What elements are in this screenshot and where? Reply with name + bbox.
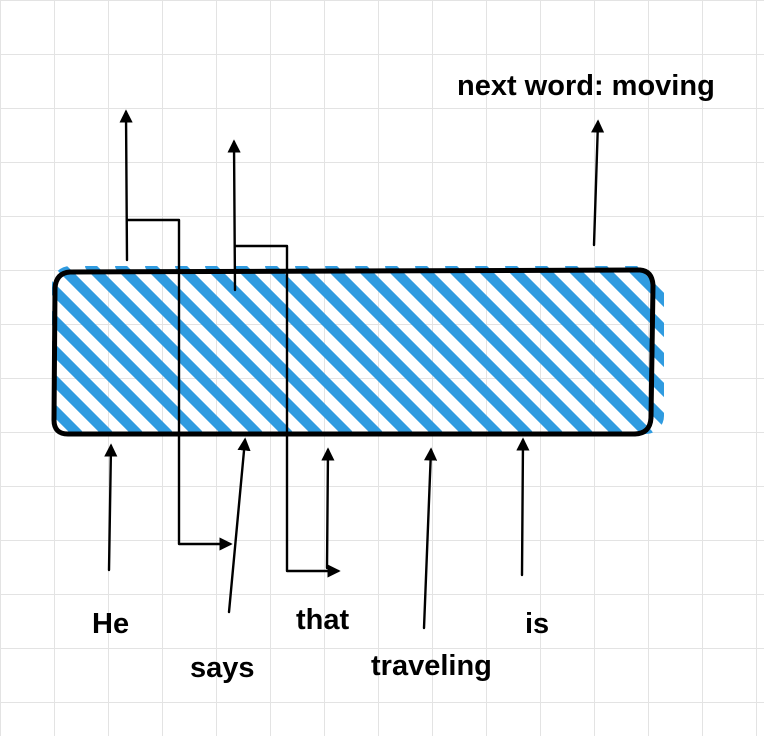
word-says: says	[190, 652, 255, 684]
input-arrow-says	[227, 437, 251, 614]
input-arrow-is	[516, 437, 530, 577]
feedback-path-2	[233, 244, 341, 578]
hatched-model-fill	[52, 266, 664, 434]
input-arrow-that	[321, 447, 335, 570]
feedback-path-1	[125, 218, 233, 551]
feedback-arrow-1	[119, 109, 133, 262]
word-that: that	[296, 604, 350, 636]
word-traveling: traveling	[371, 650, 492, 682]
feedback-arrow-2	[227, 139, 241, 292]
input-arrow-he	[104, 443, 118, 572]
output-arrow	[591, 119, 605, 247]
word-he: He	[92, 608, 130, 640]
model-block-outline	[51, 267, 656, 437]
input-arrow-traveling	[422, 447, 438, 630]
word-is: is	[525, 608, 550, 640]
output-label: next word: moving	[457, 70, 715, 102]
